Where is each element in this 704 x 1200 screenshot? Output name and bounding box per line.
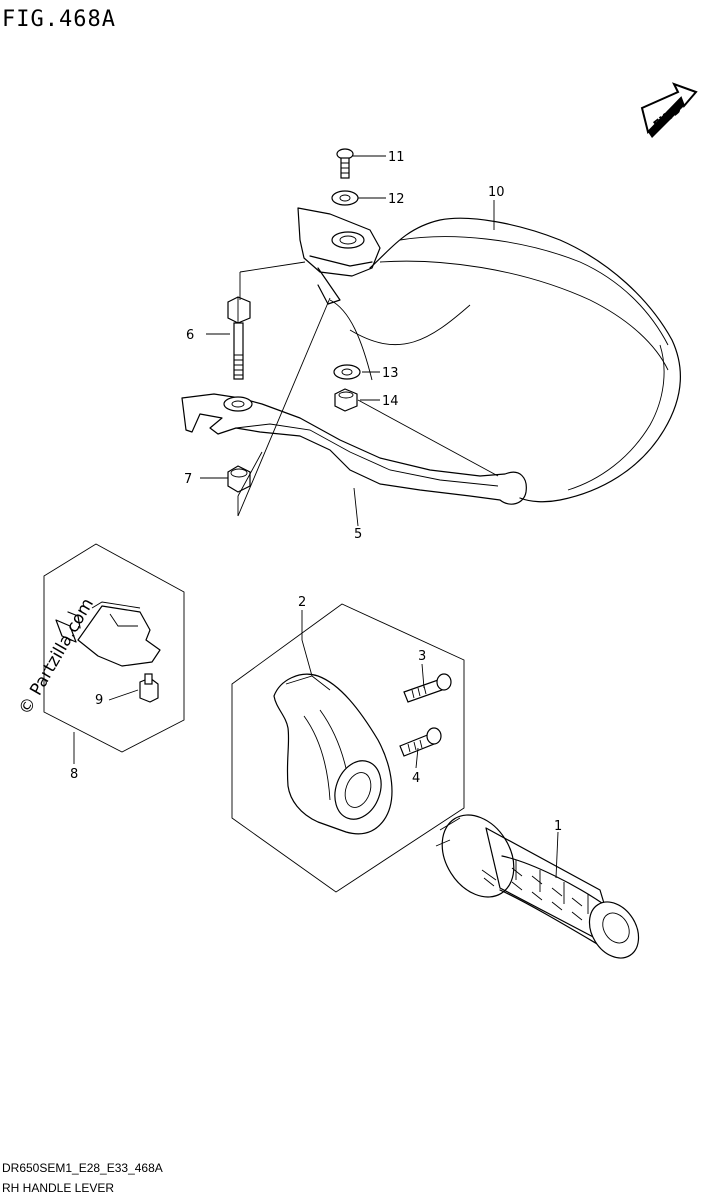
callout-11: 11 bbox=[388, 150, 405, 165]
leader-lines bbox=[73, 155, 559, 879]
callout-9: 9 bbox=[95, 693, 103, 708]
figure-title: FIG.468A bbox=[2, 7, 116, 32]
switch-group bbox=[43, 543, 185, 753]
brake-lever bbox=[181, 393, 527, 505]
callout-10: 10 bbox=[488, 185, 505, 200]
throttle-grip bbox=[435, 814, 640, 959]
assembly-lines bbox=[237, 261, 499, 517]
callout-14: 14 bbox=[382, 394, 399, 409]
callout-5: 5 bbox=[354, 527, 362, 542]
callouts: 1 2 3 4 5 6 7 8 9 10 11 12 13 14 bbox=[70, 150, 562, 834]
callout-2: 2 bbox=[298, 595, 306, 610]
housing-group bbox=[231, 603, 465, 893]
callout-4: 4 bbox=[412, 771, 420, 786]
footer-model-code: DR650SEM1_E28_E33_468A bbox=[2, 1161, 163, 1175]
screw-11 bbox=[336, 148, 354, 179]
nut-7 bbox=[227, 465, 251, 493]
screw-3 bbox=[403, 673, 452, 703]
callout-7: 7 bbox=[184, 472, 192, 487]
callout-12: 12 bbox=[388, 192, 405, 207]
bolt-6 bbox=[227, 296, 251, 380]
callout-6: 6 bbox=[186, 328, 194, 343]
footer-section-name: RH HANDLE LEVER bbox=[2, 1181, 114, 1195]
callout-8: 8 bbox=[70, 767, 78, 782]
nut-14 bbox=[334, 388, 358, 412]
callout-1: 1 bbox=[554, 819, 562, 834]
fwd-badge: FWD bbox=[640, 82, 698, 138]
watermark: © Partzilla.com bbox=[15, 595, 98, 719]
callout-3: 3 bbox=[418, 649, 426, 664]
screw-4 bbox=[399, 727, 442, 757]
washer-12 bbox=[331, 190, 359, 206]
callout-13: 13 bbox=[382, 366, 399, 381]
washer-13 bbox=[333, 364, 361, 380]
hand-guard bbox=[297, 207, 682, 503]
